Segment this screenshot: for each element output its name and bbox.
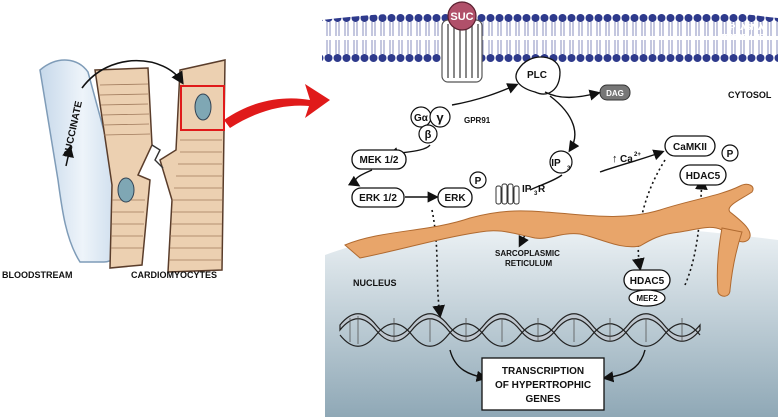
plasma-membrane: [322, 7, 778, 81]
arrow-plc-to-ip3: [549, 95, 580, 153]
transcription-line-3: GENES: [525, 394, 560, 405]
intercalated-disc: [151, 144, 164, 169]
arrow-g-to-plc: [451, 83, 519, 106]
hdac5-p-label: HDAC5: [686, 171, 721, 182]
arrow-plc-to-dag: [544, 89, 601, 101]
sarco-label-2: RETICULUM: [505, 259, 552, 268]
suc-label: SUC: [450, 11, 473, 23]
camkii-node: [664, 135, 716, 157]
erk12-label: ERK 1/2: [359, 193, 397, 204]
mek-node: [351, 149, 407, 170]
transcription-line-2: OF HYPERTROPHIC: [495, 380, 591, 391]
g-beta: [418, 124, 438, 144]
dotted-hdac5-to-hdac5p: [684, 176, 708, 286]
ip3r-label: IP: [522, 184, 532, 195]
cytosol-label: CYTOSOL: [728, 90, 772, 100]
g-alpha-label: Gα: [414, 113, 429, 124]
cell-nucleus-left: [117, 177, 135, 203]
sarco-label-1: SARCOPLASMIC: [495, 249, 560, 258]
ca-up-arrow: ↑: [612, 153, 618, 165]
arrow-ip3r-to-camkii: [599, 149, 665, 173]
hdac5-p-node: [679, 164, 727, 186]
hdac5-phosphate-label: P: [727, 149, 734, 160]
arrow-dna-to-transcription-left: [449, 349, 488, 382]
transcription-box: [481, 357, 605, 411]
left-panel: SUCCINATE BLOODSTREAM CARDIOMYOCYTE: [2, 59, 330, 280]
ip3-label: IP: [551, 158, 561, 169]
right-panel: SUC PLASMA MEMBRANE CYTOSOL Gα γ β GPR91…: [322, 1, 778, 417]
gpr91-label: GPR91: [464, 116, 491, 125]
cardiomyocyte-left: [94, 67, 153, 269]
dag-label: DAG: [606, 89, 624, 98]
mef2-node: [628, 289, 666, 307]
g-gamma: [429, 106, 451, 128]
plasma-membrane-label-2: MEMBRANE: [718, 33, 766, 42]
cardiomyocytes-label: CARDIOMYOCYTES: [131, 270, 217, 280]
succinate-curve-arrow: [81, 59, 184, 89]
ip3-molecule: [549, 150, 573, 174]
sarcoplasmic-reticulum: [344, 183, 754, 259]
hdac5-phosphate: [721, 144, 739, 162]
bloodstream-label: BLOODSTREAM: [2, 270, 73, 280]
ip3-text: IP: [551, 158, 561, 169]
erk-node: [437, 187, 473, 208]
ip3r-suffix: R: [538, 184, 546, 195]
erk-phosphate-label: P: [475, 176, 482, 187]
hdac5-label: HDAC5: [630, 276, 665, 287]
zoom-red-arrow: [224, 84, 330, 128]
suc-ligand: [447, 1, 477, 31]
ca-label: Ca: [620, 154, 633, 165]
camkii-label: CaMKII: [673, 142, 707, 153]
dna-helix: [339, 313, 701, 347]
mef2-label: MEF2: [636, 294, 658, 303]
nucleus-label: NUCLEUS: [353, 278, 397, 288]
plasma-membrane-label-1: PLASMA: [730, 23, 764, 32]
zoom-box: [180, 85, 225, 131]
plc-label: PLC: [527, 70, 547, 81]
arrow-dna-to-transcription-right: [602, 349, 646, 383]
arrow-mek-to-erk12: [347, 169, 373, 187]
transcription-line-1: TRANSCRIPTION: [502, 366, 584, 377]
ip3-sub: 3: [567, 166, 571, 172]
ca-sup: 2+: [634, 152, 641, 158]
cardiomyocyte-right: [159, 59, 226, 273]
ip3r-sub: 3: [534, 191, 538, 197]
g-beta-label: β: [425, 129, 432, 141]
erk12-node: [351, 187, 405, 208]
erk-phosphate: [469, 171, 487, 189]
mek-label: MEK 1/2: [360, 155, 399, 166]
er-branch: [716, 227, 743, 297]
ip3r-channel: [495, 183, 520, 205]
erk-label: ERK: [444, 193, 466, 204]
g-gamma-label: γ: [436, 110, 444, 125]
arrow-ip3-to-ip3r: [529, 174, 563, 191]
succinate-up-arrow: [62, 145, 74, 167]
cell-nucleus-right: [194, 93, 212, 121]
plc-enzyme: [515, 56, 561, 95]
